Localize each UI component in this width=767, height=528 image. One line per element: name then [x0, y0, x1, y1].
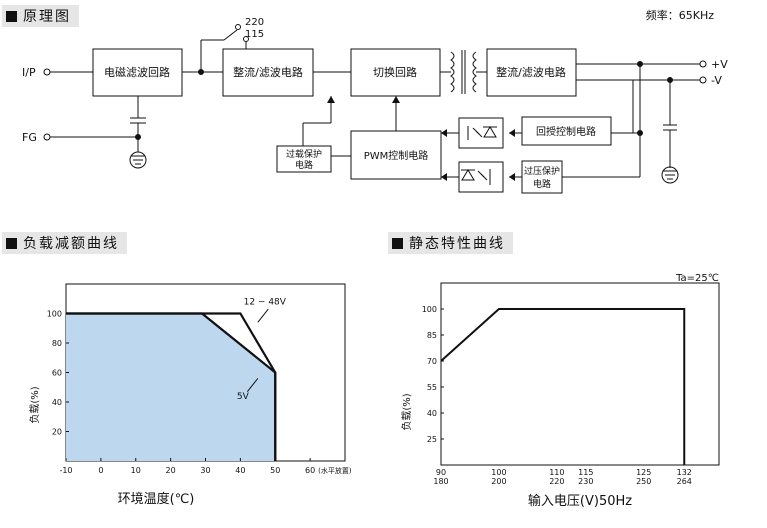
x-tick-label: 220 [549, 477, 564, 486]
y-tick-label: 55 [427, 383, 437, 392]
feedback-label: 回授控制电路 [536, 125, 596, 138]
emi-filter-label: 电磁滤波回路 [104, 66, 170, 79]
y-tick-label: 80 [52, 339, 62, 348]
x-tick-label: 60 [305, 466, 315, 475]
x-tick-label: 250 [636, 477, 651, 486]
output-positive-label: +V [711, 58, 728, 71]
x-tick-label: 40 [235, 466, 245, 475]
switch-220-label: 220 [245, 17, 264, 28]
x-axis-label: 环境温度(℃) [118, 491, 195, 507]
y-tick-label: 85 [427, 331, 437, 340]
ovp-right-label-1: 过压保护 [524, 165, 560, 177]
feedback-block [521, 116, 612, 146]
x-tick-label: 132 [677, 468, 692, 477]
output-negative-label: -V [711, 74, 722, 87]
annotation-label: 12 ~ 48V [244, 298, 287, 308]
section-header-derating: 负载减额曲线 [2, 232, 127, 254]
x-tick-label: 264 [677, 477, 692, 486]
y-tick-label: 40 [52, 398, 62, 407]
annotation-arrow [257, 308, 269, 323]
plot-frame [440, 282, 720, 466]
static-chart: 9018010020011022011523012525013226425405… [422, 282, 720, 486]
y-axis-label: 负载(%) [28, 386, 41, 423]
ovp-left-label-2: 电路 [295, 159, 313, 171]
x-tick-label: 50 [270, 466, 280, 475]
x-tick-label: 0 [98, 466, 103, 475]
y-tick-label: 100 [47, 310, 62, 319]
x-tick-label: 100 [491, 468, 506, 477]
switching-block [350, 48, 441, 97]
plot-frame [65, 283, 346, 462]
series-line [440, 308, 686, 465]
switch-115-label: 115 [245, 29, 264, 40]
rectifier-block-2 [486, 48, 577, 97]
y-axis-label: 负载(%) [400, 393, 413, 430]
section-header-schematic: 原理图 [2, 5, 79, 27]
ovp-left-label-1: 过载保护 [286, 148, 322, 160]
series-line-1 [66, 312, 277, 461]
frequency-label: 频率：65KHz [646, 8, 714, 22]
emi-filter-block [92, 48, 183, 97]
y-tick-label: 70 [427, 357, 437, 366]
fg-label: FG [22, 131, 37, 144]
ovp-block-left [276, 145, 332, 173]
x-tick-label: 90 [436, 468, 446, 477]
square-bullet-icon [6, 10, 17, 22]
corner-label: Ta=25℃ [675, 273, 719, 284]
x-tick-label: 110 [549, 468, 564, 477]
x-axis-label: 输入电压(V)50Hz [528, 493, 632, 509]
x-tick-label: 200 [491, 477, 506, 486]
ovp-block-right [521, 160, 563, 194]
section-title: 负载减额曲线 [23, 236, 119, 252]
x-tick-label: 230 [578, 477, 593, 486]
series-line-0 [66, 312, 277, 461]
rectifier-block-1 [222, 48, 314, 97]
x-tick-label: 180 [433, 477, 448, 486]
switching-label: 切换回路 [373, 65, 417, 79]
x-tick-label: -10 [59, 466, 72, 475]
x-tick-label: 30 [200, 466, 210, 475]
ovp-right-label-2: 电路 [533, 178, 551, 190]
series-area-5v [66, 313, 276, 461]
section-title: 原理图 [23, 9, 71, 25]
pwm-label: PWM控制电路 [364, 149, 429, 162]
y-tick-label: 40 [427, 409, 437, 418]
x-tick-suffix: (水平放置) [318, 466, 352, 475]
square-bullet-icon [392, 237, 403, 249]
x-tick-label: 10 [131, 466, 141, 475]
ip-label: I/P [22, 66, 36, 79]
optocoupler-1 [458, 117, 504, 149]
y-tick-label: 100 [422, 305, 437, 314]
pwm-block [350, 130, 442, 180]
y-tick-label: 60 [52, 369, 62, 378]
section-title: 静态特性曲线 [409, 236, 505, 252]
square-bullet-icon [6, 237, 17, 249]
y-tick-label: 20 [52, 428, 62, 437]
rectifier-1-label: 整流/滤波电路 [233, 65, 303, 79]
y-tick-label: 25 [427, 435, 437, 444]
rectifier-2-label: 整流/滤波电路 [496, 65, 566, 79]
annotation-label: 5V [237, 392, 250, 402]
x-tick-label: 125 [636, 468, 651, 477]
section-header-static: 静态特性曲线 [388, 232, 513, 254]
x-tick-label: 115 [578, 468, 593, 477]
annotation-arrow [246, 378, 259, 392]
optocoupler-2 [458, 161, 504, 193]
x-tick-label: 20 [166, 466, 176, 475]
